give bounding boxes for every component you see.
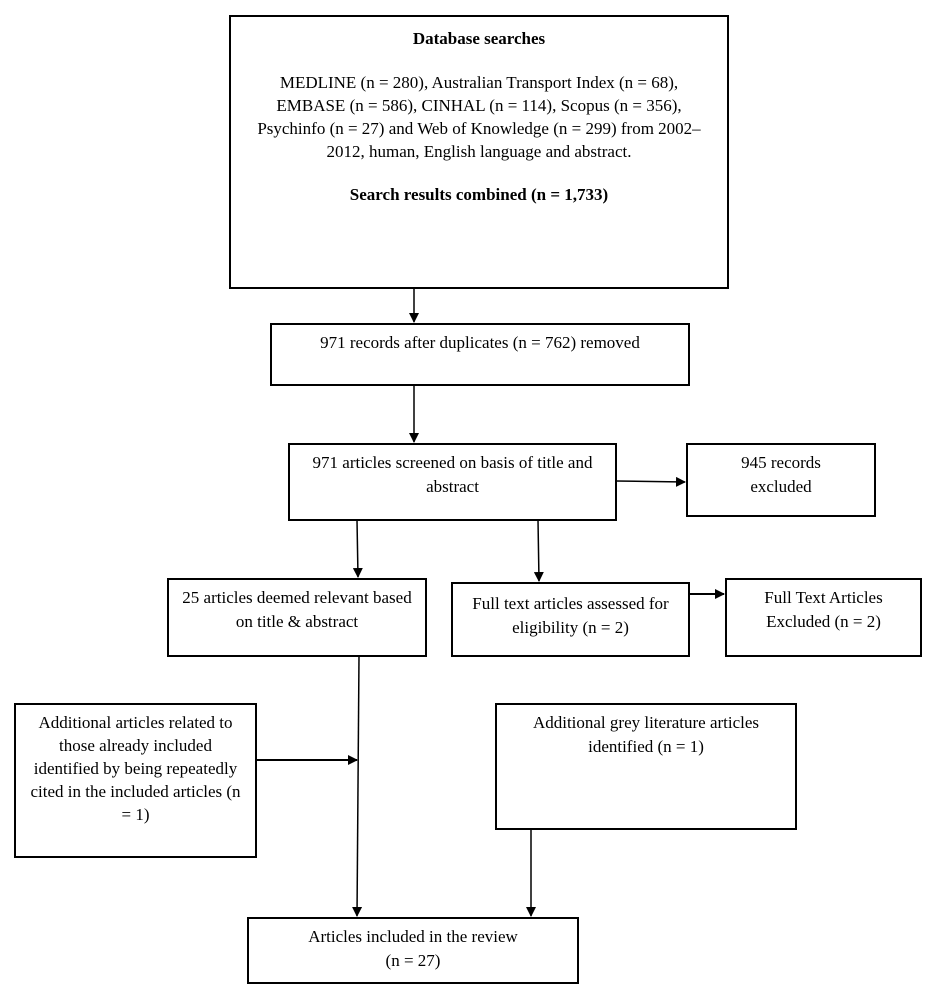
search-results-combined: Search results combined (n = 1,733): [349, 185, 609, 204]
full-text-assessed-box: Full text articles assessed for eligibil…: [451, 582, 690, 657]
arrow-screened-to-excluded: [615, 476, 686, 487]
arrow-relevant-to-included: [352, 655, 363, 917]
additional-cited-box: Additional articles related to those alr…: [14, 703, 257, 858]
database-searches-title: Database searches: [412, 29, 546, 48]
arrow-screened-to-fulltext: [533, 519, 544, 582]
grey-literature-box: Additional grey literature articles iden…: [495, 703, 797, 830]
screened-box: 971 articles screened on basis of title …: [288, 443, 617, 521]
included-label: Articles included in the review: [308, 927, 518, 946]
relevant-box: 25 articles deemed relevant based on tit…: [167, 578, 427, 657]
database-searches-body: MEDLINE (n = 280), Australian Transport …: [257, 73, 701, 161]
excluded-screen-box: 945 records excluded: [686, 443, 876, 517]
full-text-excluded-box: Full Text Articles Excluded (n = 2): [725, 578, 922, 657]
database-searches-box: Database searches MEDLINE (n = 280), Aus…: [229, 15, 729, 289]
deduplicated-box: 971 records after duplicates (n = 762) r…: [270, 323, 690, 386]
included-count: (n = 27): [385, 951, 441, 970]
included-box: Articles included in the review (n = 27): [247, 917, 579, 984]
arrow-screened-to-relevant: [352, 519, 363, 578]
